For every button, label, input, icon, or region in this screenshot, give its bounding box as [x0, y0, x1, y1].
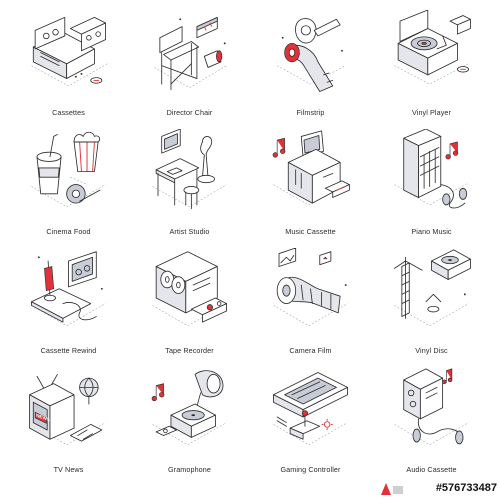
icon-label: Gramophone: [168, 465, 211, 474]
icon-tile-gramophone: Gramophone: [129, 363, 250, 482]
vinyl-disc-icon: [394, 249, 471, 327]
adobe-stock-logo-icon: [381, 483, 403, 495]
icon-tile-camera-film: Camera Film: [250, 244, 371, 363]
cassette-rewind-icon: [31, 251, 106, 327]
icon-tile-gaming-controller: Gaming Controller: [250, 363, 371, 482]
icon-tile-cassettes: Cassettes: [8, 6, 129, 125]
icon-tile-vinyl-disc: Vinyl Disc: [371, 244, 492, 363]
cinema-food-icon: [31, 131, 106, 208]
audio-cassette-icon: [394, 368, 469, 446]
icon-tile-tv-news: NEWS TV News: [8, 363, 129, 482]
icon-tile-artist-studio: Artist Studio: [129, 125, 250, 244]
watermark-id: #576733487: [435, 482, 497, 494]
music-cassette-icon: [272, 130, 350, 206]
icon-tile-audio-cassette: Audio Cassette: [371, 363, 492, 482]
icon-label: Piano Music: [411, 227, 452, 236]
icon-label: Director Chair: [166, 108, 213, 117]
icon-label: Camera Film: [289, 346, 332, 355]
icon-label: Cassette Rewind: [40, 346, 97, 355]
camera-film-icon: [273, 248, 348, 327]
icon-tile-director-chair: Director Chair: [129, 6, 250, 125]
gaming-controller-icon: [273, 372, 348, 446]
gramophone-icon: [151, 370, 227, 446]
icon-label: Gaming Controller: [280, 465, 341, 474]
icon-label: Vinyl Disc: [415, 346, 448, 355]
icon-label: Vinyl Player: [411, 108, 452, 117]
stock-watermark: #576733487: [379, 480, 497, 498]
icon-grid: Cassettes Director Chair: [8, 6, 492, 482]
icon-tile-filmstrip: Filmstrip: [250, 6, 371, 125]
icon-label: Artist Studio: [169, 227, 210, 236]
tape-recorder-icon: [152, 251, 227, 327]
icon-tile-music-cassette: Music Cassette: [250, 125, 371, 244]
tv-news-icon: NEWS: [29, 373, 106, 446]
icon-tile-cassette-rewind: Cassette Rewind: [8, 244, 129, 363]
cassettes-icon: [31, 16, 108, 87]
icon-label: Cinema Food: [46, 227, 91, 236]
piano-music-icon: [394, 129, 469, 209]
icon-tile-cinema-food: Cinema Food: [8, 125, 129, 244]
icon-label: Filmstrip: [296, 108, 325, 117]
icon-label: Audio Cassette: [406, 465, 457, 474]
director-chair-icon: [154, 16, 227, 91]
icon-label: Tape Recorder: [165, 346, 214, 355]
icon-tile-vinyl-player: Vinyl Player: [371, 6, 492, 125]
icon-tile-piano-music: Piano Music: [371, 125, 492, 244]
icon-label: TV News: [53, 465, 84, 474]
icon-tile-tape-recorder: Tape Recorder: [129, 244, 250, 363]
icon-label: Cassettes: [52, 108, 85, 117]
news-text: NEWS: [36, 413, 50, 424]
artist-studio-icon: [152, 129, 227, 210]
filmstrip-icon: [277, 18, 346, 92]
icon-label: Music Cassette: [285, 227, 336, 236]
vinyl-player-icon: [394, 10, 471, 85]
